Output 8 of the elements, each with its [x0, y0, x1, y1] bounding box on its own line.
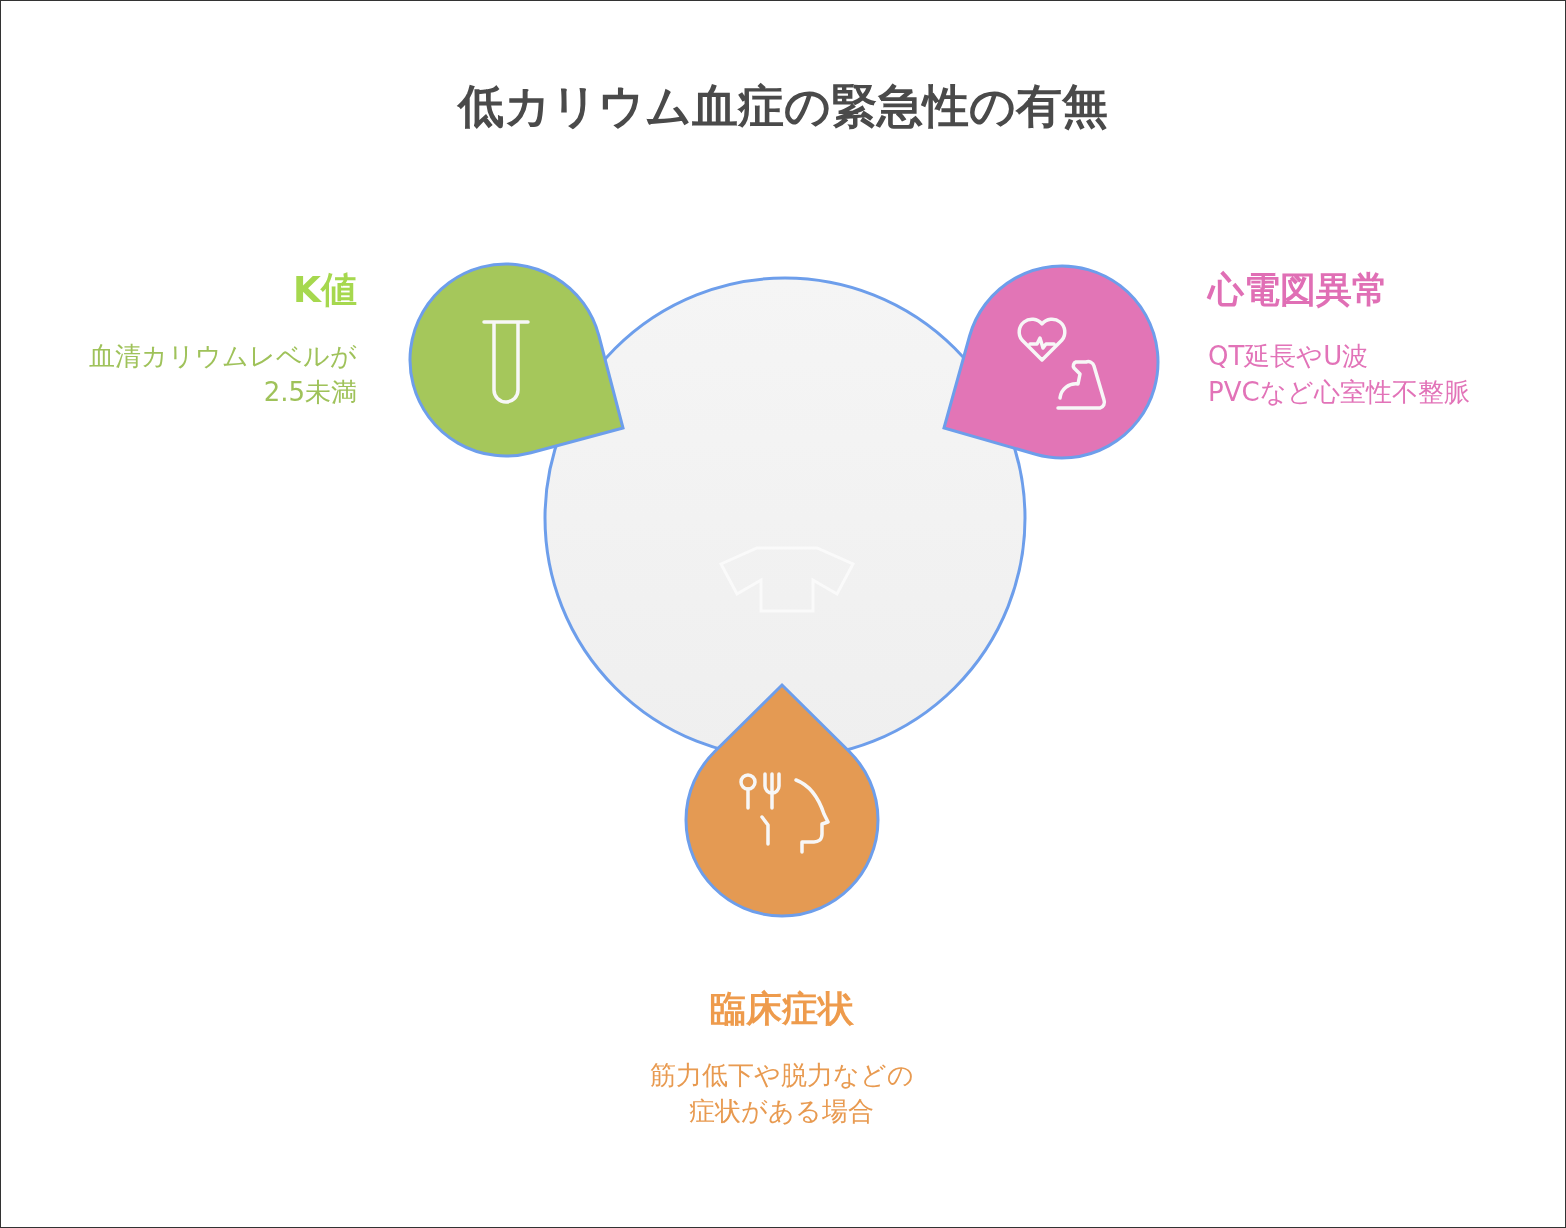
category-heading: 心電図異常 — [1208, 268, 1388, 312]
diagram-title: 低カリウム血症の緊急性の有無 — [456, 78, 1109, 135]
category-description: PVCなど心室性不整脈 — [1208, 376, 1470, 409]
category-description: QT延長やU波 — [1208, 340, 1369, 373]
category-heading: K値 — [293, 268, 357, 312]
category-description: 血清カリウムレベルが2.5未満 — [88, 340, 357, 409]
category-description: 筋力低下や脱力などの症状がある場合 — [649, 1059, 915, 1128]
category-heading: 臨床症状 — [710, 987, 854, 1031]
